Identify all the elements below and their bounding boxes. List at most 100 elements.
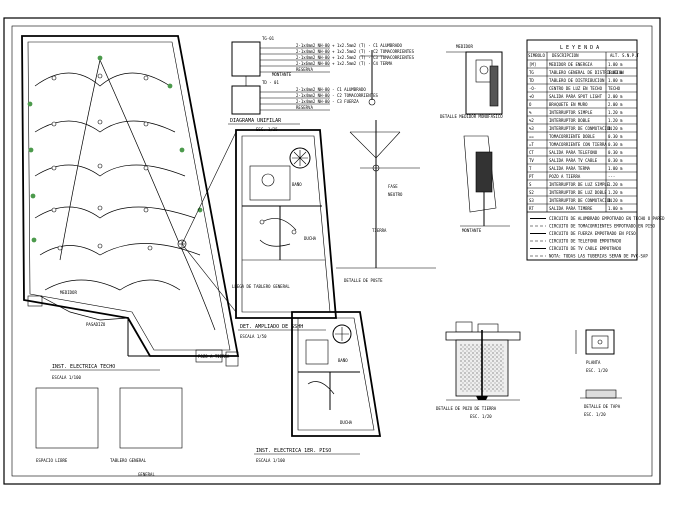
- legend-height: 1.20 m: [608, 198, 623, 203]
- legend-note: CIRCUITO DE ALUMBRADO EMPOTRADO EN TECHO…: [549, 216, 665, 221]
- legend-symbol: S: [529, 182, 532, 187]
- legend-symbol: RT: [529, 206, 534, 211]
- legend-header-alt: ALT. S.N.P.T: [610, 53, 639, 58]
- legend-symbol: ==: [529, 134, 534, 139]
- single-line-diagram: TG-01 2-1x4mm2 NH-80 + 1x2.5mm2 (T) - C1…: [228, 36, 415, 132]
- diagram-row-1: 2-1x4mm2 NH-80 + 1x2.5mm2 (T) - C1 ALUMB…: [296, 43, 403, 48]
- legend-description: SALIDA PARA TELEFONO: [549, 150, 598, 155]
- legend-symbol: TD: [529, 78, 534, 83]
- legend-height: TECHO: [608, 86, 621, 91]
- legend-header-symbol: SIMBOLO: [528, 53, 545, 58]
- diagram-row-3: 2-1x4mm2 NH-80 + 1x2.5mm2 (T) - C3 TOMAC…: [296, 55, 415, 60]
- plant-cover-details: PLANTA ESC. 1/20 DETALLE DE TAPA ESC. 1/…: [575, 329, 622, 417]
- legend-symbol: TV: [529, 158, 534, 163]
- legend-note: CIRCUITO DE FUERZA EMPOTRADO EN PISO: [549, 231, 636, 236]
- plant-scale: ESC. 1/20: [586, 368, 608, 373]
- lower-fan-icon: [332, 324, 352, 344]
- legend-header-desc: DESCRIPCION: [552, 53, 579, 58]
- meter-label: MEDIDOR: [456, 44, 473, 49]
- legend-frame: [526, 39, 638, 261]
- tg-label: TG-01: [262, 36, 275, 41]
- plant-box: [585, 329, 615, 355]
- diagram2-row-1: 2-1x4mm2 NH-80 - C1 ALUMBRADO: [296, 87, 366, 92]
- detail-scale: ESCALA 1/50: [240, 334, 267, 339]
- legend-description: MEDIDOR DE ENERGIA: [549, 62, 593, 67]
- legend-description: POZO A TIERRA: [549, 174, 581, 179]
- detail-title: DET. AMPLIADO DE SSHH: [240, 324, 303, 330]
- bottom-left-boxes: ESPACIO LIBRE TABLERO GENERAL GENERAL: [35, 387, 183, 477]
- legend-description: TABLERO DE DISTRIBUCION: [549, 78, 605, 83]
- legend-height: 1.80 m: [608, 78, 623, 83]
- legend-description: INTERRUPTOR DE CONMUTACION: [549, 198, 612, 203]
- legend-symbol: CT: [529, 150, 534, 155]
- pole-title: DETALLE DE POSTE: [344, 278, 383, 283]
- legend-description: INTERRUPTOR DE CONMUTACION: [549, 126, 612, 131]
- empty-box-2: [119, 387, 183, 449]
- legend-note: CIRCUITO DE TV CABLE EMPOTRADO: [549, 246, 622, 251]
- pole-label-fase: FASE: [388, 184, 398, 189]
- legend-row: CT SALIDA PARA TELEFONO 0.30 m: [527, 150, 637, 157]
- legend-symbol: S2: [529, 190, 534, 195]
- lower-label-bano: BAÑO: [338, 358, 348, 363]
- legend-description: SALIDA PARA TV CABLE: [549, 158, 598, 163]
- plan-title: INST. ELECTRICA TECHO: [52, 364, 115, 370]
- legend-height: 1.20 m: [608, 126, 623, 131]
- legend-height: 1.80 m: [608, 206, 623, 211]
- legend-height: 0.30 m: [608, 150, 623, 155]
- plan-label-pasadizo: PASADIZO: [86, 322, 106, 327]
- meter-dial-icon: [479, 65, 489, 75]
- legend-height: 1.80 m: [608, 62, 623, 67]
- legend-height: 1.80 m: [608, 166, 623, 171]
- legend-description: CENTRO DE LUZ EN TECHO: [549, 86, 603, 91]
- legend-note: CIRCUITO DE TELEFONO EMPOTRADO: [549, 239, 622, 244]
- meter-title: DETALLE MEDIDOR MONOFASICO: [440, 114, 503, 119]
- shower-head-icon: [261, 173, 275, 187]
- inner-border: [11, 25, 653, 477]
- legend-height: 1.20 m: [608, 190, 623, 195]
- plan-label-medidor: MEDIDOR: [60, 290, 77, 295]
- legend-symbol: O: [529, 102, 532, 107]
- plan-inner-wall: [27, 41, 231, 351]
- legend-description: INTERRUPTOR DOBLE: [549, 118, 591, 123]
- detail-label-ducha: DUCHA: [304, 236, 317, 241]
- legend-note: NOTA: TODAS LAS TUBERIAS SERAN DE PVC-SA…: [549, 254, 648, 259]
- legend-symbol: =T: [529, 142, 534, 147]
- legend-symbol: %2: [529, 118, 534, 123]
- box2-label: TABLERO GENERAL: [110, 458, 147, 463]
- plan-label-llega: LLEGA DE TABLERO GENERAL: [232, 284, 290, 289]
- cover-section: [585, 389, 617, 399]
- legend-description: INTERRUPTOR DE LUZ SIMPLE: [549, 182, 610, 187]
- riser-section: MONTANTE: [460, 135, 510, 233]
- legend-symbol: +O: [529, 94, 534, 99]
- legend-description: SALIDA PARA TERMA: [549, 166, 591, 171]
- legend-description: INTERRUPTOR DE LUZ DOBLE: [549, 190, 607, 195]
- legend-description: TOMACORRIENTE DOBLE: [549, 134, 595, 139]
- legend-symbol: S3: [529, 198, 534, 203]
- legend-note: CIRCUITO DE TOMACORRIENTES EMPOTRADO EN …: [549, 224, 656, 229]
- riser-label: MONTANTE: [272, 72, 292, 77]
- legend-height: 1.20 m: [608, 118, 623, 123]
- lower-scale: ESCALA 1/100: [256, 458, 285, 463]
- diagram-title: DIAGRAMA UNIFILAR: [230, 118, 282, 124]
- light-outlet-icons: [27, 55, 203, 251]
- legend-table: L E Y E N D A SIMBOLO DESCRIPCION ALT. S…: [526, 39, 665, 261]
- legend-notes: CIRCUITO DE ALUMBRADO EMPOTRADO EN TECHO…: [530, 216, 665, 259]
- main-floor-plan: MEDIDOR PASADIZO LLEGA DE TABLERO GENERA…: [21, 35, 290, 380]
- plan-scale: ESCALA 1/100: [52, 375, 81, 380]
- diagram2-row-2: 2-1x4mm2 NH-80 - C2 TOMACORRIENTES: [296, 93, 378, 98]
- shower-area: [249, 165, 291, 201]
- detail-label-bano: BAÑO: [292, 182, 302, 187]
